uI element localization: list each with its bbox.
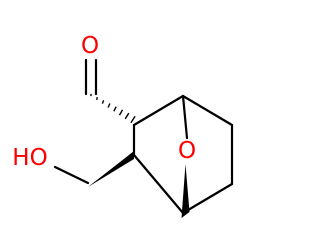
molecule-structure: O O HO xyxy=(12,33,234,218)
bridge-bond-c1-o xyxy=(181,94,189,140)
bridge-bond-c4-o-wedge xyxy=(181,164,190,218)
aldehyde-double-bond xyxy=(84,58,98,96)
hydroxymethyl-wedge-bond xyxy=(88,151,134,187)
aldehyde-oxygen-label: O xyxy=(81,33,99,59)
bond-ch2-oh xyxy=(53,165,90,185)
bond-c3-c4 xyxy=(132,153,185,215)
bond-c1-c6 xyxy=(181,94,234,127)
bond-c2-c1 xyxy=(132,94,185,127)
hydroxyl-label: HO xyxy=(12,145,47,171)
aldehyde-hashed-bond xyxy=(90,93,136,124)
bridge-oxygen-label: O xyxy=(178,138,196,164)
bond-c5-c4 xyxy=(181,182,234,215)
